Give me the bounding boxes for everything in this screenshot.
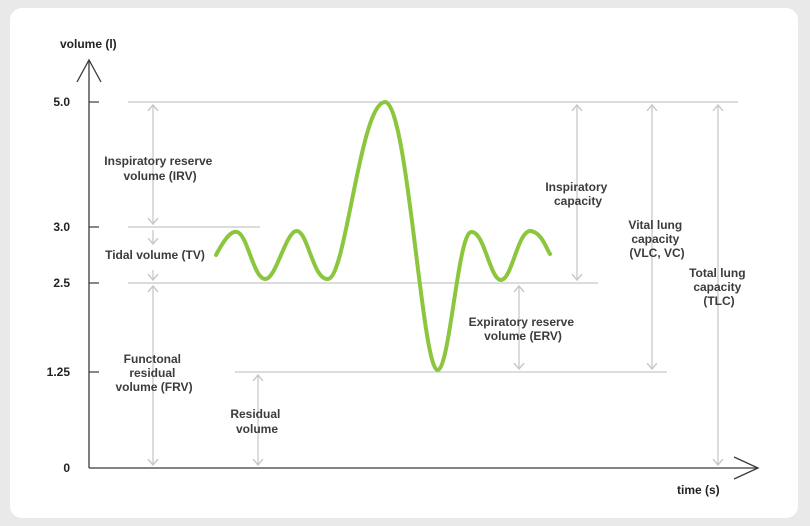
tick-label-2-5: 2.5 <box>53 276 70 290</box>
reference-lines <box>128 101 738 373</box>
lung-volume-diagram: volume (l) time (s) 5.0 3.0 2.5 1.25 0 <box>47 37 760 497</box>
x-axis-title: time (s) <box>677 483 720 497</box>
tick-label-0: 0 <box>63 461 70 475</box>
y-axis-title: volume (l) <box>60 37 117 51</box>
rv-label: Residual volume <box>230 407 283 436</box>
erv-label: Expiratory reserve volume (ERV) <box>469 315 578 343</box>
x-axis-arrow-icon <box>733 456 760 480</box>
tick-label-5: 5.0 <box>53 95 70 109</box>
span-arrows <box>153 105 718 465</box>
frv-label: Functonal residual volume (FRV) <box>115 352 192 394</box>
vc-label: Vital lung capacity (VLC, VC) <box>628 218 685 260</box>
y-axis-arrow-icon <box>76 58 102 83</box>
tick-label-3: 3.0 <box>53 220 70 234</box>
irv-label: Inspiratory reserve volume (IRV) <box>104 154 215 183</box>
tick-label-1-25: 1.25 <box>47 365 71 379</box>
y-ticks: 5.0 3.0 2.5 1.25 0 <box>47 95 99 475</box>
breathing-curve <box>214 100 552 373</box>
tv-label: Tidal volume (TV) <box>105 248 205 262</box>
ic-label: Inspiratory capacity <box>545 180 610 208</box>
tlc-label: Total lung capacity (TLC) <box>689 266 749 308</box>
diagram-card: volume (l) time (s) 5.0 3.0 2.5 1.25 0 <box>10 8 798 518</box>
